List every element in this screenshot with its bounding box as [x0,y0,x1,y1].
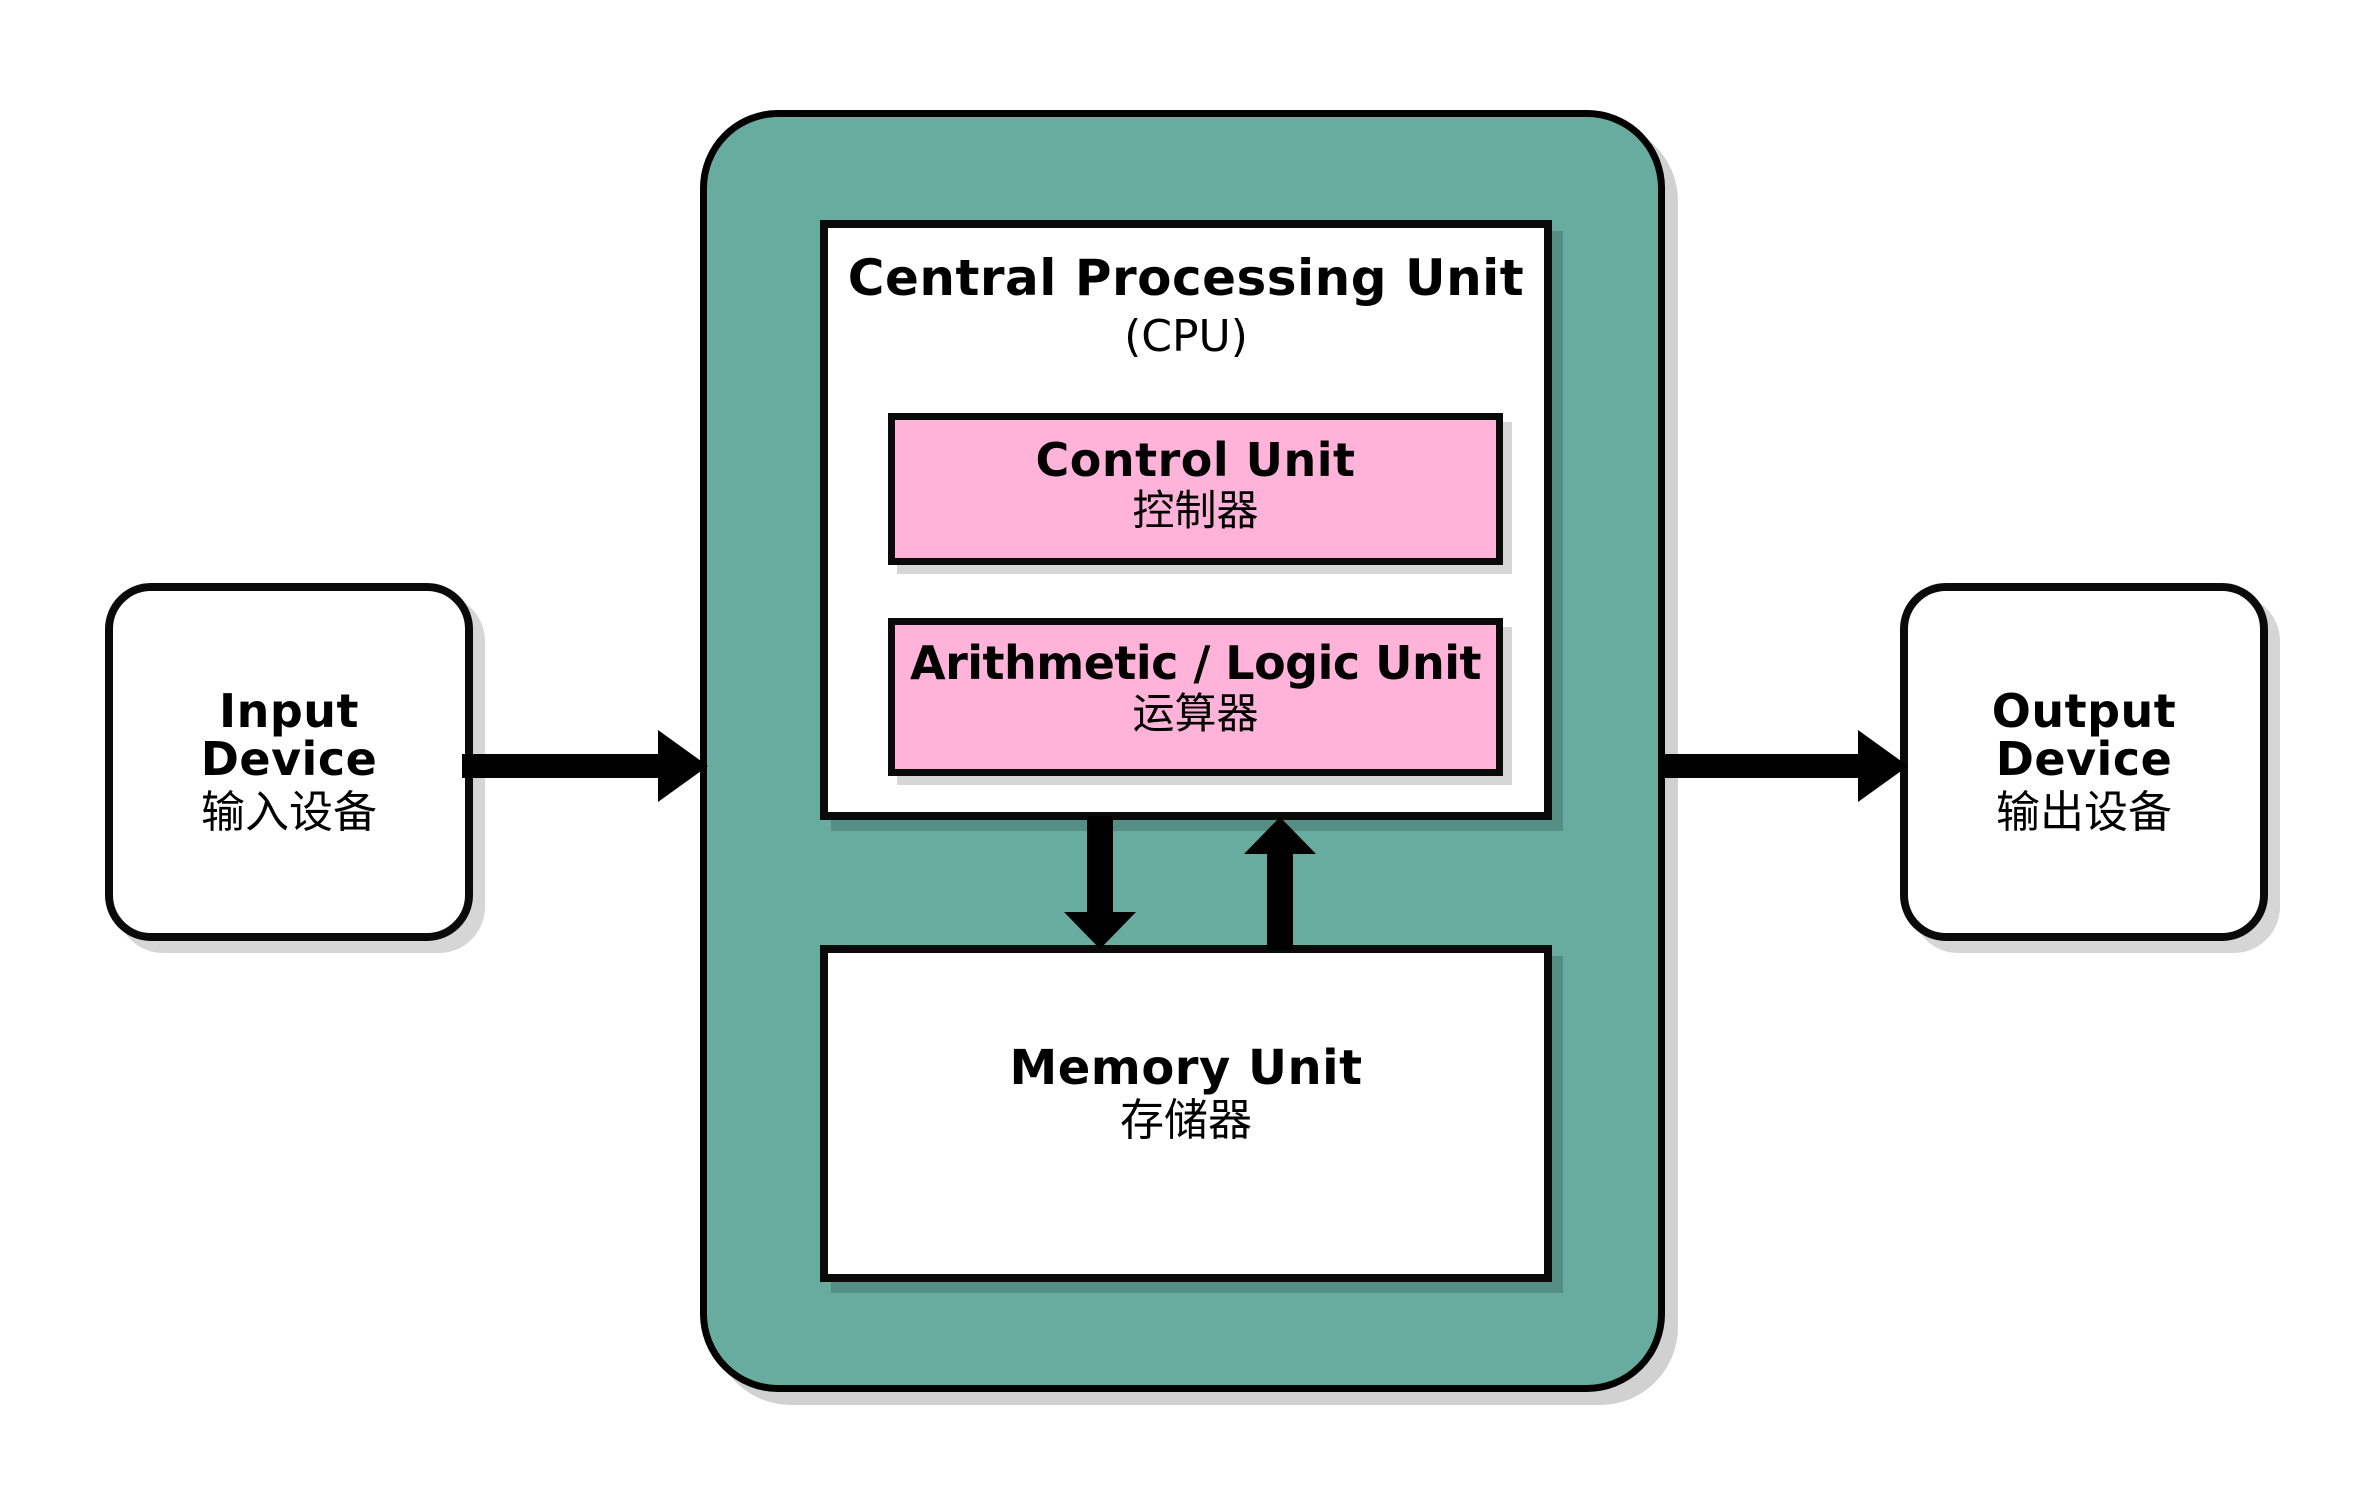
output-device-label-en-line1: Output [1991,683,2177,738]
memory-unit-label: Memory Unit 存储器 [828,1040,1544,1146]
output-device-label-en-line2: Device [1995,732,2173,787]
arrow-memory-to-cpu-icon [1244,817,1316,950]
cpu-node[interactable]: Central Processing Unit (CPU) Control Un… [820,220,1552,820]
input-device-label-cn: 输入设备 [201,787,377,839]
arrow-input-to-cpu-icon [462,730,708,802]
input-device-node[interactable]: Input Device 输入设备 [105,583,473,941]
control-unit-node[interactable]: Control Unit 控制器 [888,413,1503,565]
output-device-node[interactable]: Output Device 输出设备 [1900,583,2268,941]
memory-unit-label-en: Memory Unit [1009,1040,1363,1096]
control-unit-label-cn: 控制器 [1132,485,1259,535]
cpu-title: Central Processing Unit (CPU) [828,249,1544,363]
cpu-title-abbr: (CPU) [1124,311,1248,362]
arrow-cpu-to-output-icon [1660,730,1908,802]
output-device-label-en: Output Device [1991,683,2177,787]
input-device-label-en-line1: Input [218,683,359,738]
alu-label-en: Arithmetic / Logic Unit [909,636,1482,690]
memory-unit-node[interactable]: Memory Unit 存储器 [820,945,1552,1282]
memory-unit-label-cn: 存储器 [1120,1094,1252,1146]
alu-label-cn: 运算器 [1132,688,1259,738]
cpu-title-en: Central Processing Unit [847,249,1525,307]
arrow-cpu-to-memory-icon [1064,816,1136,949]
arithmetic-logic-unit-node[interactable]: Arithmetic / Logic Unit 运算器 [888,618,1503,776]
input-device-label-en-line2: Device [200,732,378,787]
output-device-label-cn: 输出设备 [1996,787,2172,839]
input-device-label-en: Input Device [200,683,378,787]
control-unit-label-en: Control Unit [1035,433,1356,487]
